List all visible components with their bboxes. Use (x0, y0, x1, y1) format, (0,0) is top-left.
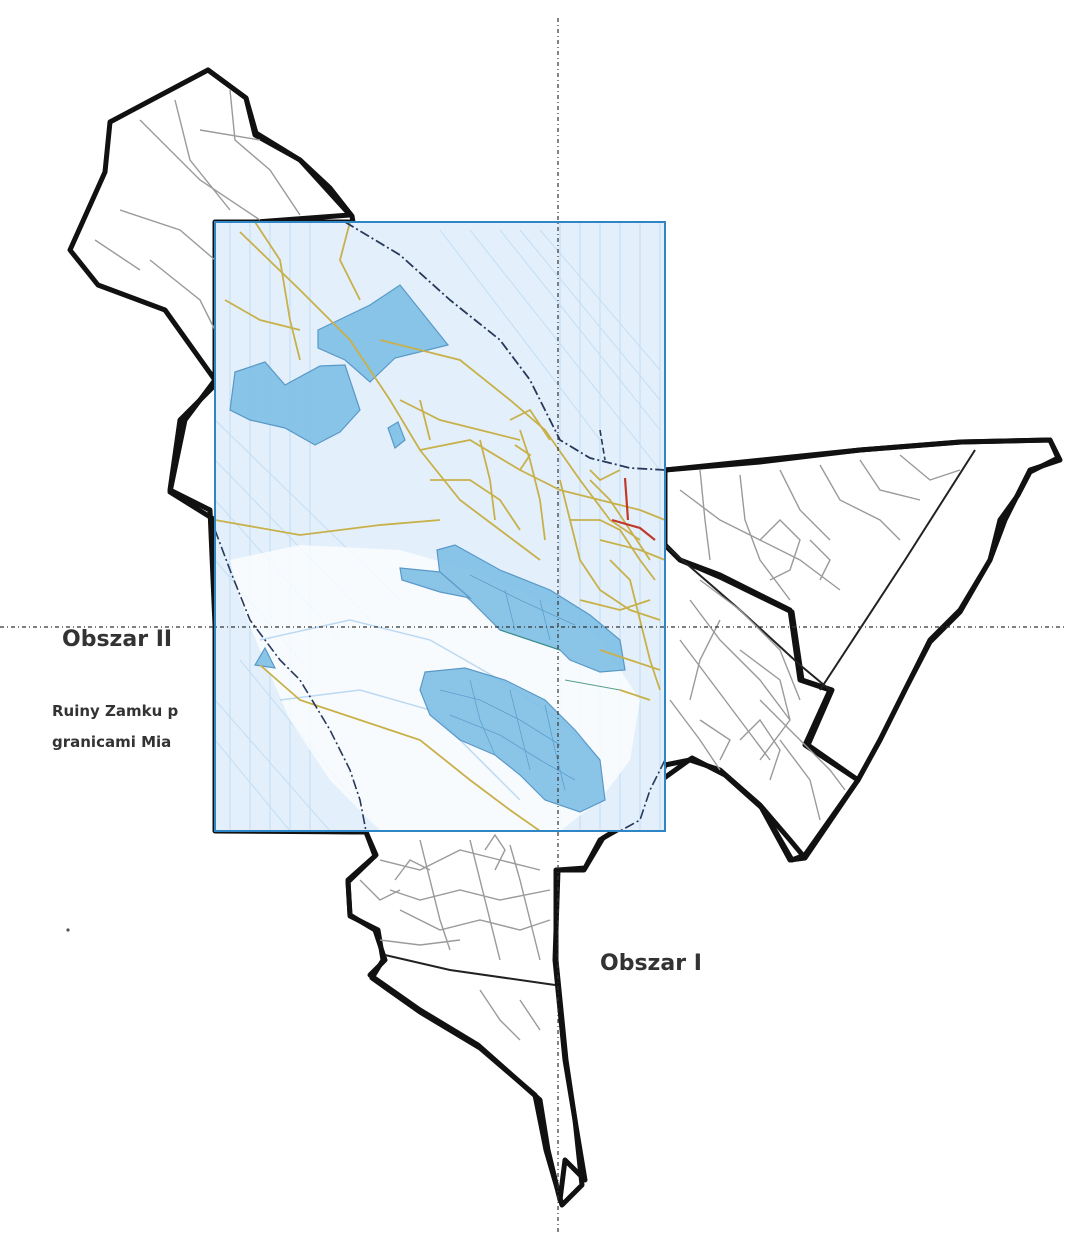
inset-frame (214, 221, 666, 832)
label-area-2: Obszar II (62, 627, 172, 652)
zone-small (387, 421, 406, 449)
zone-north (317, 284, 450, 383)
city-boundary-outline (167, 67, 1061, 1208)
district-boundaries (384, 449, 976, 986)
inset-map (214, 221, 666, 832)
zone-triangle (254, 646, 277, 669)
label-note-line-1: Ruiny Zamku p (52, 702, 179, 720)
label-area-1: Obszar I (600, 951, 702, 976)
zone-northwest (229, 361, 361, 446)
street-network (94, 89, 961, 1041)
zone-central (436, 544, 626, 673)
label-note-line-2: granicami Mia (52, 733, 171, 751)
zone-south-island (419, 667, 606, 813)
zone-strip (399, 567, 473, 600)
northwest-boundary (67, 67, 218, 383)
stray-dot (66, 928, 70, 932)
east-boundary (855, 517, 1003, 783)
